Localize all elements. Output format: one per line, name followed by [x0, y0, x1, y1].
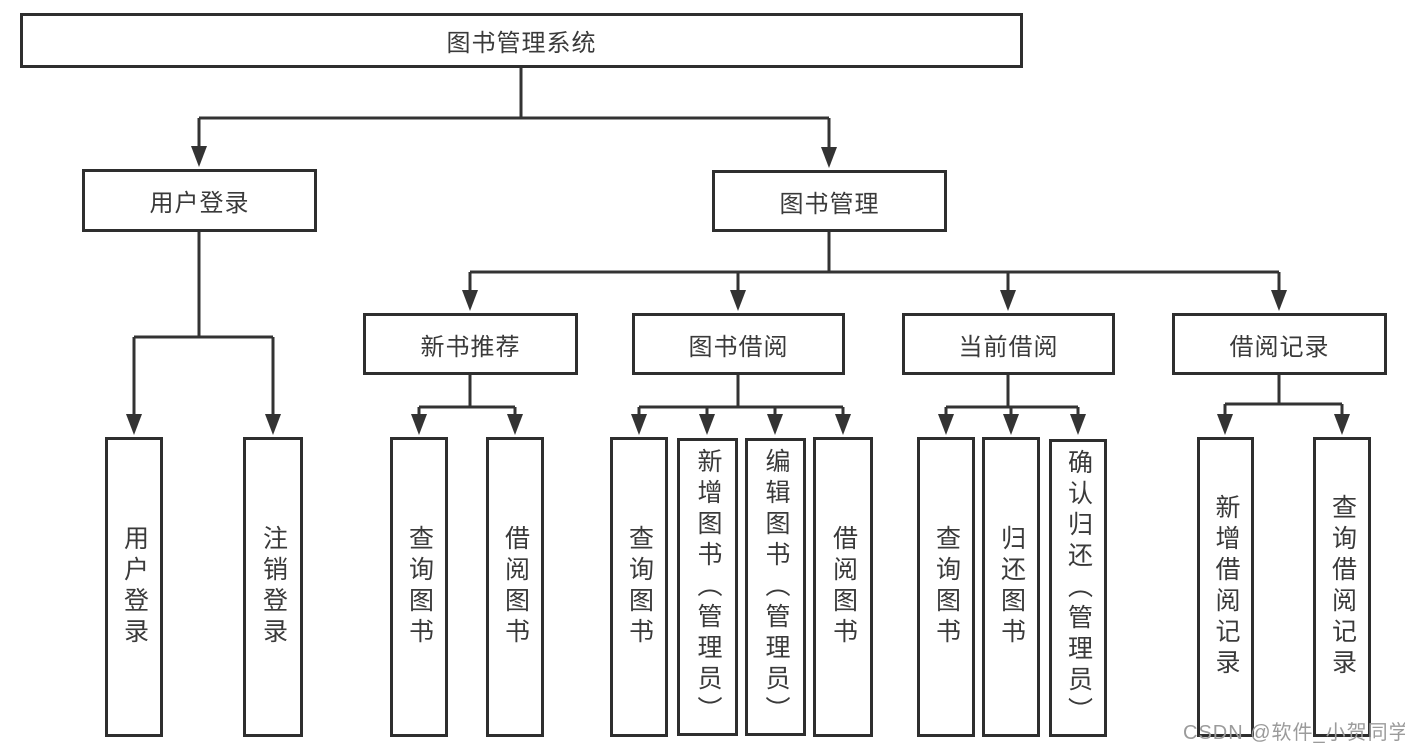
leaf-label: 查询图书 [932, 525, 961, 649]
connector-root-to-level2 [197, 68, 831, 151]
leaf-label: 确认归还（管理员） [1064, 448, 1093, 728]
arrow-down-icon [126, 414, 142, 435]
arrow-down-icon [938, 414, 954, 435]
leaf-query-books-borrowing: 查询图书 [610, 437, 668, 737]
leaf-logout: 注销登录 [243, 437, 303, 737]
arrow-down-icon [462, 290, 478, 311]
arrow-down-icon [1271, 290, 1287, 311]
leaf-borrow-books-recommend: 借阅图书 [486, 437, 544, 737]
leaf-label: 用户登录 [120, 525, 149, 649]
leaf-label: 归还图书 [997, 525, 1026, 649]
leaf-add-books-admin: 新增图书（管理员） [677, 438, 738, 736]
arrow-down-icon [821, 147, 837, 168]
arrow-down-icon [265, 414, 281, 435]
arrow-down-icon [631, 414, 647, 435]
leaf-query-books-recommend: 查询图书 [390, 437, 448, 737]
leaf-label: 注销登录 [259, 525, 288, 649]
leaf-label: 查询图书 [405, 525, 434, 649]
csdn-watermark: CSDN @软件_小贺同学 [1183, 722, 1405, 744]
arrowheads [126, 146, 1350, 435]
leaf-confirm-return-admin: 确认归还（管理员） [1049, 439, 1107, 737]
node-book-management: 图书管理 [712, 170, 947, 232]
node-new-book-recommend: 新书推荐 [363, 313, 578, 375]
connector-newbooks-to-leaves [417, 375, 517, 418]
arrow-down-icon [1217, 414, 1233, 435]
node-label: 用户登录 [149, 190, 250, 217]
leaf-query-borrow-record: 查询借阅记录 [1313, 437, 1371, 737]
arrow-down-icon [1070, 414, 1086, 435]
leaf-label: 借阅图书 [829, 525, 858, 649]
leaf-edit-books-admin: 编辑图书（管理员） [745, 438, 806, 736]
arrow-down-icon [835, 414, 851, 435]
node-label: 借阅记录 [1229, 333, 1330, 361]
arrow-down-icon [1000, 290, 1016, 311]
node-current-borrowing: 当前借阅 [902, 313, 1115, 375]
leaf-label: 借阅图书 [501, 525, 530, 649]
node-label: 新书推荐 [420, 333, 521, 361]
leaf-borrow-books: 借阅图书 [813, 437, 873, 737]
leaf-return-books: 归还图书 [982, 437, 1040, 737]
leaf-add-borrow-record: 新增借阅记录 [1197, 437, 1254, 737]
arrow-down-icon [730, 290, 746, 311]
leaf-label: 查询图书 [625, 525, 654, 649]
node-label: 图书管理系统 [446, 30, 597, 57]
arrow-down-icon [1003, 414, 1019, 435]
arrow-down-icon [507, 414, 523, 435]
leaf-label: 编辑图书（管理员） [762, 447, 790, 727]
leaf-label: 查询借阅记录 [1328, 494, 1357, 680]
connector-bookmgmt-to-level3 [468, 232, 1281, 294]
arrow-down-icon [191, 146, 207, 167]
leaf-label: 新增借阅记录 [1212, 494, 1240, 680]
connector-borrowing-to-leaves [637, 375, 845, 418]
node-book-borrowing: 图书借阅 [632, 313, 845, 375]
leaf-label: 新增图书（管理员） [694, 447, 722, 727]
arrow-down-icon [767, 414, 783, 435]
leaf-query-books-current: 查询图书 [917, 437, 975, 737]
node-user-login: 用户登录 [82, 169, 317, 232]
arrow-down-icon [1334, 414, 1350, 435]
connector-userlogin-to-leaves [132, 232, 275, 418]
node-label: 图书管理 [779, 190, 880, 218]
arrow-down-icon [411, 414, 427, 435]
connector-records-to-leaves [1223, 375, 1344, 418]
node-borrowing-records: 借阅记录 [1172, 313, 1387, 375]
node-label: 图书借阅 [688, 333, 789, 361]
node-root-system: 图书管理系统 [20, 13, 1023, 68]
node-label: 当前借阅 [958, 333, 1059, 361]
leaf-user-login: 用户登录 [105, 437, 163, 737]
arrow-down-icon [699, 414, 715, 435]
connector-current-to-leaves [944, 375, 1080, 418]
